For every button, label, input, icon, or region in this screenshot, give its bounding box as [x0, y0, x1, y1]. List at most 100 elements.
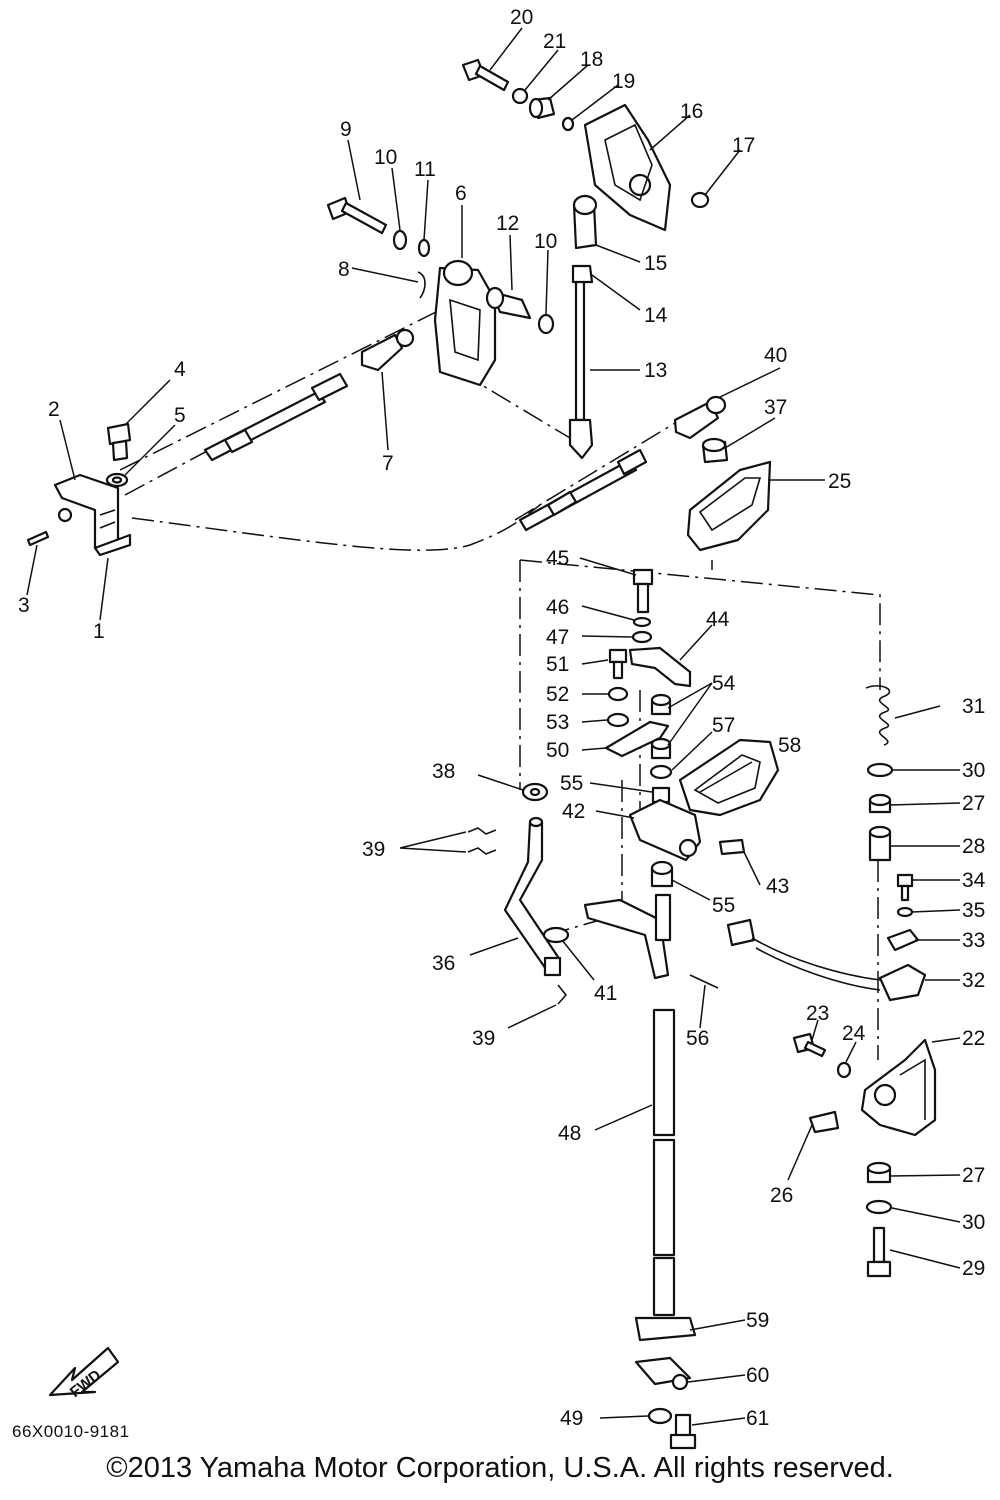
collar-part-55-upper[interactable]	[651, 786, 671, 804]
callout-40: 40	[764, 344, 787, 367]
lever-part-6[interactable]	[433, 259, 497, 387]
washer-part-10-upper[interactable]	[392, 229, 408, 251]
bolt-part-45[interactable]	[632, 568, 654, 614]
collar-part-37[interactable]	[701, 437, 729, 464]
washer-part-47[interactable]	[631, 630, 653, 644]
washer-part-21[interactable]	[511, 87, 529, 105]
washer-part-57[interactable]	[649, 764, 673, 780]
washer-part-53[interactable]	[606, 712, 630, 728]
bolt-part-20[interactable]	[461, 58, 510, 92]
clip-part-39-lower[interactable]	[557, 984, 568, 1005]
washer-part-30-upper[interactable]	[866, 762, 894, 778]
collar-part-27-upper[interactable]	[868, 793, 892, 814]
callout-11: 11	[414, 158, 436, 181]
bracket-part-33[interactable]	[886, 928, 920, 952]
lever-part-42[interactable]	[628, 798, 702, 862]
collar-part-54-upper[interactable]	[650, 693, 672, 716]
callout-52: 52	[546, 683, 569, 706]
pin-part-56[interactable]	[689, 974, 719, 989]
joint-part-15[interactable]	[572, 194, 598, 250]
clip-part-39-upper[interactable]	[467, 827, 497, 835]
spring-part-31[interactable]	[865, 685, 891, 746]
link-rod-part-13[interactable]	[568, 278, 594, 460]
nut-part-14[interactable]	[571, 264, 594, 284]
collar-part-12[interactable]	[485, 286, 532, 320]
bolt-part-61[interactable]	[669, 1413, 697, 1450]
callout-1: 1	[93, 620, 105, 643]
callout-45: 45	[546, 547, 569, 570]
cable-joint-part-40[interactable]	[673, 395, 727, 440]
leader-lines	[26, 27, 961, 1426]
screw-part-34[interactable]	[896, 873, 914, 902]
callout-47: 47	[546, 626, 569, 649]
pin-part-3[interactable]	[26, 530, 50, 547]
clip-part-39-middle[interactable]	[467, 847, 497, 855]
bolt-part-9[interactable]	[326, 196, 388, 235]
washer-part-41[interactable]	[542, 926, 570, 944]
washer-part-38[interactable]	[521, 782, 549, 802]
callout-60: 60	[746, 1364, 769, 1387]
body-part-22[interactable]	[860, 1038, 937, 1137]
collar-part-18[interactable]	[528, 96, 556, 120]
callout-28: 28	[962, 835, 985, 858]
washer-part-35[interactable]	[896, 906, 914, 918]
callout-53: 53	[546, 711, 569, 734]
bolt-part-29[interactable]	[866, 1226, 892, 1278]
callout-24: 24	[842, 1022, 866, 1045]
plate-part-44[interactable]	[628, 646, 692, 688]
collar-part-28[interactable]	[868, 825, 892, 862]
collar-part-54-lower[interactable]	[650, 737, 672, 760]
part-code: 66X0010-9181	[12, 1422, 130, 1441]
callout-29: 29	[962, 1257, 985, 1280]
lever-part-16[interactable]	[583, 103, 672, 232]
callout-57: 57	[712, 714, 735, 737]
clip-part-11[interactable]	[417, 238, 431, 258]
sensor-part-32[interactable]	[726, 918, 927, 1002]
callout-16: 16	[680, 100, 703, 123]
throttle-cable[interactable]	[518, 448, 648, 532]
collar-part-27-lower[interactable]	[866, 1161, 892, 1184]
oring-part-49[interactable]	[647, 1407, 673, 1425]
washer-part-46[interactable]	[632, 616, 652, 628]
washer-part-5[interactable]	[105, 472, 129, 488]
callout-31: 31	[962, 695, 985, 718]
bolt-part-23[interactable]	[792, 1032, 827, 1058]
callout-50: 50	[546, 739, 569, 762]
cover-part-58[interactable]	[678, 738, 780, 817]
shaft-part-48[interactable]	[652, 893, 676, 1317]
plate-part-41-link[interactable]	[583, 898, 670, 980]
callout-21: 21	[543, 30, 566, 53]
screw-part-26[interactable]	[808, 1110, 840, 1134]
callout-46: 46	[546, 596, 569, 619]
callout-42: 42	[562, 800, 585, 823]
bolt-part-4[interactable]	[106, 422, 132, 462]
callout-44: 44	[706, 608, 730, 631]
bushing-part-59[interactable]	[634, 1316, 697, 1342]
plate-part-60[interactable]	[634, 1356, 692, 1391]
callout-3: 3	[18, 594, 30, 617]
washer-part-17[interactable]	[690, 191, 710, 209]
washer-part-30-lower[interactable]	[865, 1199, 893, 1215]
pin-part-8[interactable]	[417, 271, 426, 299]
callout-49: 49	[560, 1407, 583, 1430]
callout-4: 4	[174, 358, 186, 381]
callout-27-lower: 27	[962, 1164, 985, 1187]
clip-part-19[interactable]	[561, 116, 575, 132]
callout-33: 33	[962, 929, 985, 952]
holder-part-25[interactable]	[686, 460, 772, 552]
bracket-part-1[interactable]	[53, 473, 132, 557]
callout-39-upper: 39	[362, 838, 385, 861]
clip-part-24[interactable]	[836, 1061, 852, 1079]
plate-part-50[interactable]	[604, 720, 670, 758]
collar-part-55-lower[interactable]	[650, 860, 674, 888]
pin-part-43[interactable]	[718, 838, 746, 856]
shift-cable[interactable]	[203, 372, 349, 462]
washer-part-52[interactable]	[607, 686, 629, 702]
arm-part-36[interactable]	[503, 816, 562, 977]
callout-5: 5	[174, 404, 186, 427]
washer-part-10-lower[interactable]	[537, 313, 555, 335]
screw-part-51[interactable]	[608, 648, 628, 680]
callout-41: 41	[594, 982, 617, 1005]
cable-joint-part-7[interactable]	[360, 328, 415, 372]
